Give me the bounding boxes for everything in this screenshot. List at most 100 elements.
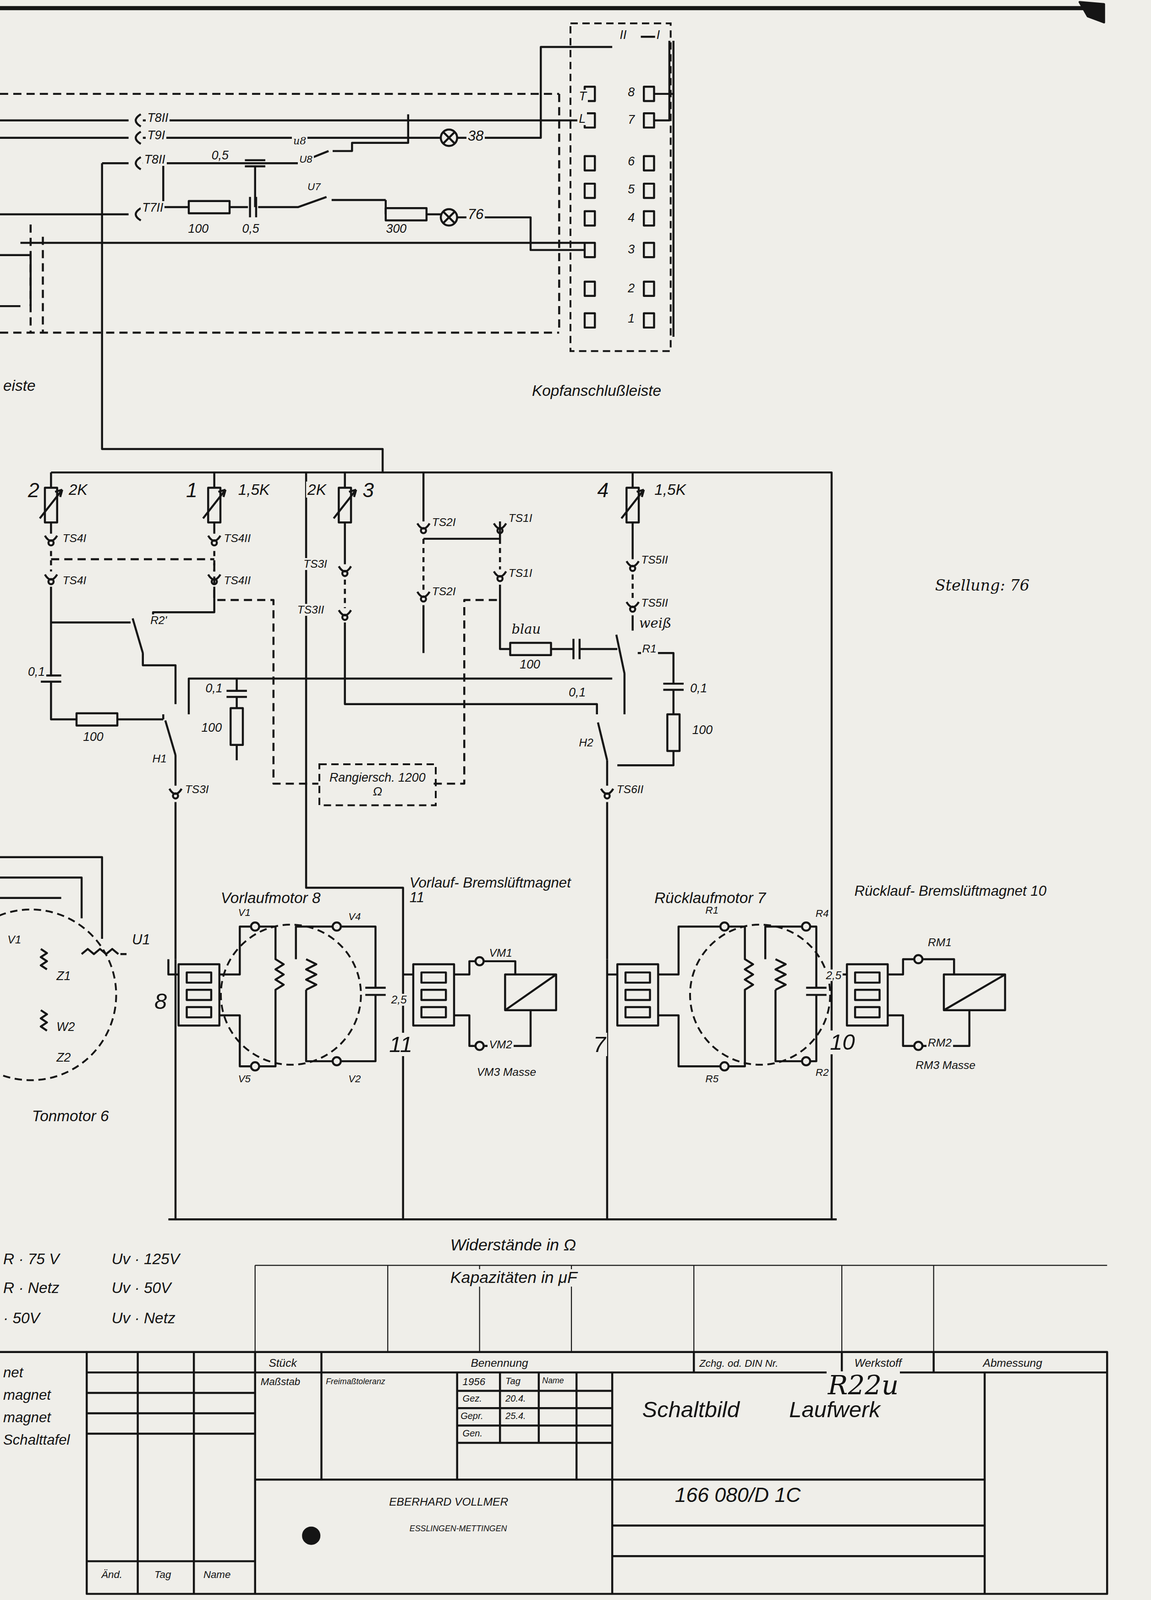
label: 1956 <box>461 1376 488 1387</box>
label: Schalttafel <box>1 1432 72 1448</box>
label: magnet <box>1 1410 53 1426</box>
part-heading: Tonmotor 6 <box>30 1107 111 1125</box>
label: Stück <box>267 1357 298 1370</box>
label: TS6II <box>615 783 646 796</box>
handwritten-note: weiß <box>637 616 673 631</box>
box-label: Rangiersch. 1200 Ω <box>323 771 432 799</box>
label: RM1 <box>926 936 954 949</box>
node-outline <box>569 22 672 352</box>
label: TS2I <box>430 516 458 529</box>
label: VM2 <box>487 1038 514 1051</box>
label: TS3I <box>183 783 211 796</box>
label: 1,5K <box>652 481 688 498</box>
label: 0,1 <box>567 685 587 699</box>
part-heading: Kopfanschlußleiste <box>530 382 663 400</box>
label: Vorlauf- Bremslüftmagnet 11 <box>408 875 585 906</box>
label: Gez. <box>461 1393 484 1404</box>
label: ESSLINGEN-METTINGEN <box>408 1524 509 1534</box>
label: Z2 <box>54 1051 72 1064</box>
label: 11 <box>387 1032 414 1057</box>
label: TS5II <box>639 597 670 609</box>
label: 100 <box>199 721 224 735</box>
label: TS4II <box>222 574 253 587</box>
label: L <box>577 112 587 126</box>
label: 0,1 <box>688 681 709 695</box>
label: RM2 <box>926 1036 954 1049</box>
label: U7 <box>306 181 322 192</box>
label: II <box>618 28 629 42</box>
label: 2,5 <box>389 993 409 1006</box>
label: 3 <box>361 479 376 502</box>
label: H1 <box>151 752 169 765</box>
label: Zchg. od. DIN Nr. <box>697 1358 780 1369</box>
label: 6 <box>626 154 636 168</box>
label: 100 <box>81 730 105 744</box>
label: 0,5 <box>210 148 231 162</box>
label: Tag <box>153 1569 173 1580</box>
label: Kapazitäten in μF <box>449 1269 579 1287</box>
label: 2 <box>626 281 636 295</box>
label: TS1I <box>507 512 534 525</box>
label: 38 <box>466 128 486 144</box>
label: Abmessung <box>981 1357 1044 1370</box>
label: 300 <box>384 222 409 236</box>
part-heading: Rücklaufmotor 7 <box>652 889 768 907</box>
label: Änd. <box>99 1569 124 1580</box>
label: V5 <box>236 1073 253 1085</box>
label: net <box>1 1365 25 1381</box>
label: R5 <box>704 1073 720 1085</box>
label: Uv · Netz <box>110 1309 177 1327</box>
label: 0,5 <box>241 222 261 236</box>
label: Rücklauf- Bremslüftmagnet 10 <box>853 883 1050 899</box>
label: V2 <box>346 1073 362 1085</box>
label: 4 <box>626 211 636 225</box>
jumper-box: Rangiersch. 1200 Ω <box>318 763 437 807</box>
label: W2 <box>54 1020 77 1034</box>
label: TS3II <box>295 603 326 616</box>
label: 1 <box>184 479 199 502</box>
label: TS4I <box>61 574 88 587</box>
label: 0,1 <box>26 665 47 679</box>
label: TS2I <box>430 585 458 598</box>
label: Schaltbild <box>641 1397 741 1422</box>
label: TS1I <box>507 567 534 580</box>
label: U1 <box>130 932 152 948</box>
label: V1 <box>5 933 23 946</box>
label: Uv · 50V <box>110 1279 173 1296</box>
label: Gen. <box>461 1428 484 1439</box>
label: 0,1 <box>203 681 224 695</box>
label: 2,5 <box>824 969 843 982</box>
label: Gepr. <box>459 1411 485 1421</box>
motor-circle: Rücklaufmotor 7 <box>688 923 832 1067</box>
label: Name <box>202 1569 232 1580</box>
label: Freimaßtoleranz <box>324 1377 387 1387</box>
label: Laufwerk <box>787 1397 882 1422</box>
label: TS5II <box>639 553 670 566</box>
label: Uv · 125V <box>110 1250 181 1267</box>
label: I <box>655 28 662 42</box>
label: 1,5K <box>236 481 272 498</box>
label: 2K <box>306 481 328 498</box>
label: Werkstoff <box>853 1357 904 1370</box>
label: V4 <box>346 911 362 922</box>
label: TS4II <box>222 532 253 545</box>
label: T9I <box>145 128 167 142</box>
label: RM3 Masse <box>914 1059 977 1072</box>
connector-strip: Kopfanschlußleiste <box>569 22 672 352</box>
label: VM3 Masse <box>475 1066 538 1079</box>
label: 7 <box>591 1032 608 1057</box>
label: Benennung <box>469 1357 530 1370</box>
label: 166 080/D 1C <box>673 1484 803 1507</box>
label: 10 <box>828 1030 857 1054</box>
label: VM1 <box>487 947 514 960</box>
label: TS3I <box>301 558 329 571</box>
label: Name <box>540 1376 565 1386</box>
label: 8 <box>153 989 169 1014</box>
label: 20.4. <box>504 1393 528 1404</box>
label: 2K <box>67 481 89 498</box>
label: R1 <box>641 642 658 655</box>
motor-circle: Vorlaufmotor 8 <box>219 923 363 1067</box>
label: 100 <box>690 723 715 737</box>
label: Widerstände in Ω <box>449 1236 578 1254</box>
